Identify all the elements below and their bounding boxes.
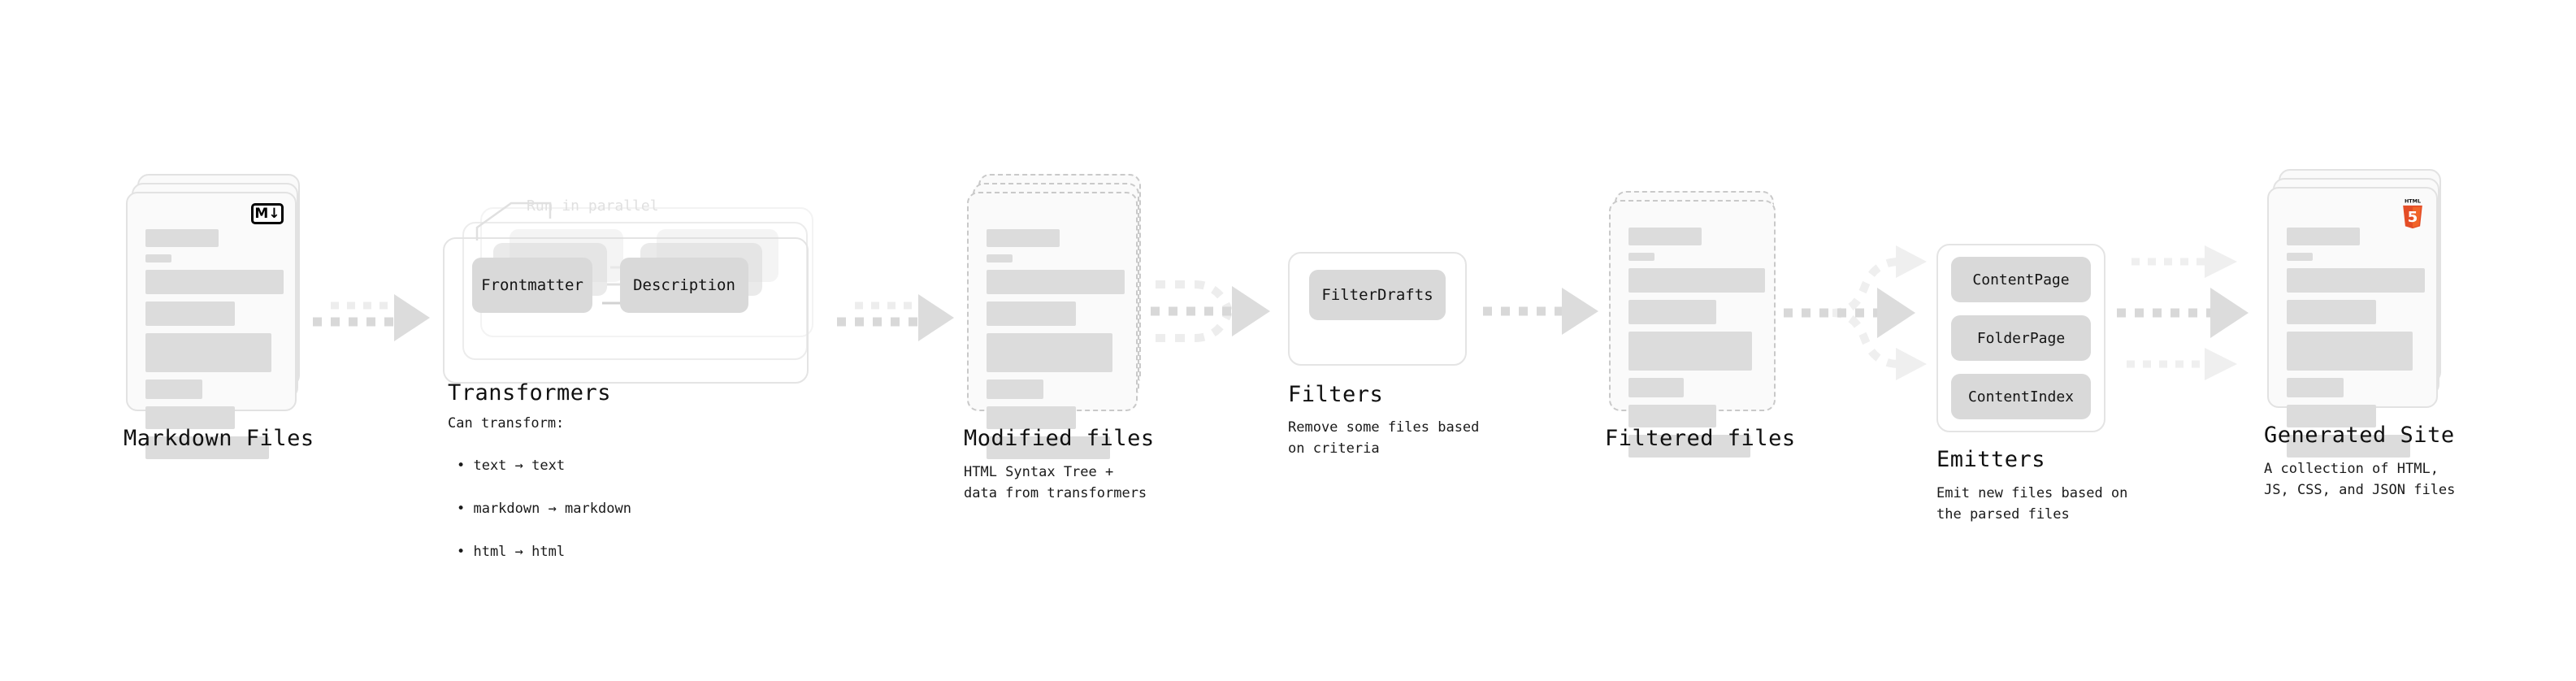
site-file-card-html: HTML 5 <box>2267 187 2438 458</box>
modified-files-title: Modified files <box>964 426 1155 451</box>
html5-icon: HTML 5 <box>2399 197 2426 232</box>
emitters-pill-folderpage[interactable]: FolderPage <box>1951 315 2091 361</box>
emitters-title: Emitters <box>1936 447 2046 472</box>
modified-files-stack <box>967 174 1141 459</box>
markdown-files-stack: M↓ M↓ M↓ <box>126 174 300 459</box>
modified-file-card-front <box>967 192 1138 459</box>
arrow-emitters-to-site <box>2117 245 2249 380</box>
transformer-box-front <box>443 237 809 384</box>
emitters-pill-label: FolderPage <box>1976 329 2066 347</box>
transformers-bullet-2: • markdown → markdown <box>457 501 631 518</box>
filters-pill-filterdrafts[interactable]: FilterDrafts <box>1309 270 1446 320</box>
emitters-subtitle: Emit new files based on the parsed files <box>1936 485 2128 523</box>
run-in-parallel-bracket <box>475 202 552 241</box>
arrow-transformers-to-modified <box>837 294 954 341</box>
transformers-subtitle: Can transform: <box>448 415 565 432</box>
svg-text:5: 5 <box>2408 209 2418 226</box>
transformers-group: Frontmatter Description <box>443 207 825 386</box>
filters-subtitle: Remove some files based on criteria <box>1288 419 1480 458</box>
filtered-files-title: Filtered files <box>1605 426 1796 451</box>
document-content-lines <box>2287 228 2425 465</box>
markdown-files-title: Markdown Files <box>124 426 314 451</box>
arrow-filtered-to-emitters <box>1784 245 1927 380</box>
document-content-lines <box>145 229 284 466</box>
transformer-pill-label: Description <box>633 276 735 294</box>
filtered-files-stack <box>1609 191 1776 458</box>
run-in-parallel-label: Run in parallel <box>527 197 659 215</box>
markdown-icon: M↓ <box>251 203 284 224</box>
transformer-pill-description[interactable]: Description <box>620 258 748 313</box>
markdown-file-card-front: M↓ <box>126 192 297 459</box>
generated-site-subtitle: A collection of HTML, JS, CSS, and JSON … <box>2264 461 2456 499</box>
filters-pill-label: FilterDrafts <box>1321 286 1433 304</box>
emitters-pill-label: ContentIndex <box>1967 388 2075 406</box>
arrow-filters-to-filtered <box>1483 288 1598 335</box>
markdown-letter: M <box>254 205 268 222</box>
filters-group: FilterDrafts <box>1288 252 1467 366</box>
transformers-bullet-3: • html → html <box>457 543 566 560</box>
emitters-group: ContentPage FolderPage ContentIndex <box>1936 244 2105 432</box>
emitters-pill-contentindex[interactable]: ContentIndex <box>1951 374 2091 419</box>
arrow-markdown-to-transformers <box>313 294 430 341</box>
generated-site-stack: CSS HTML 5 <box>2267 169 2441 458</box>
markdown-arrow: ↓ <box>268 205 280 222</box>
modified-files-subtitle: HTML Syntax Tree + data from transformer… <box>964 464 1147 502</box>
filters-box <box>1288 252 1467 366</box>
emitters-box <box>1936 244 2105 432</box>
emitters-pill-contentpage[interactable]: ContentPage <box>1951 257 2091 302</box>
transformer-pill-frontmatter[interactable]: Frontmatter <box>472 258 592 313</box>
transformers-title: Transformers <box>448 380 612 406</box>
document-content-lines <box>1628 228 1765 465</box>
generated-site-title: Generated Site <box>2264 423 2455 448</box>
svg-text:HTML: HTML <box>2405 198 2421 204</box>
filtered-file-card-front <box>1609 200 1776 458</box>
document-content-lines <box>987 229 1125 466</box>
emitters-pill-label: ContentPage <box>1972 271 2070 288</box>
transformers-bullet-text: • text → text • markdown → markdown • ht… <box>457 434 631 583</box>
transformer-pill-label: Frontmatter <box>481 276 583 294</box>
arrow-modified-to-filters <box>1151 280 1270 342</box>
transformers-bullet-1: • text → text <box>457 458 566 475</box>
filters-title: Filters <box>1288 382 1384 407</box>
